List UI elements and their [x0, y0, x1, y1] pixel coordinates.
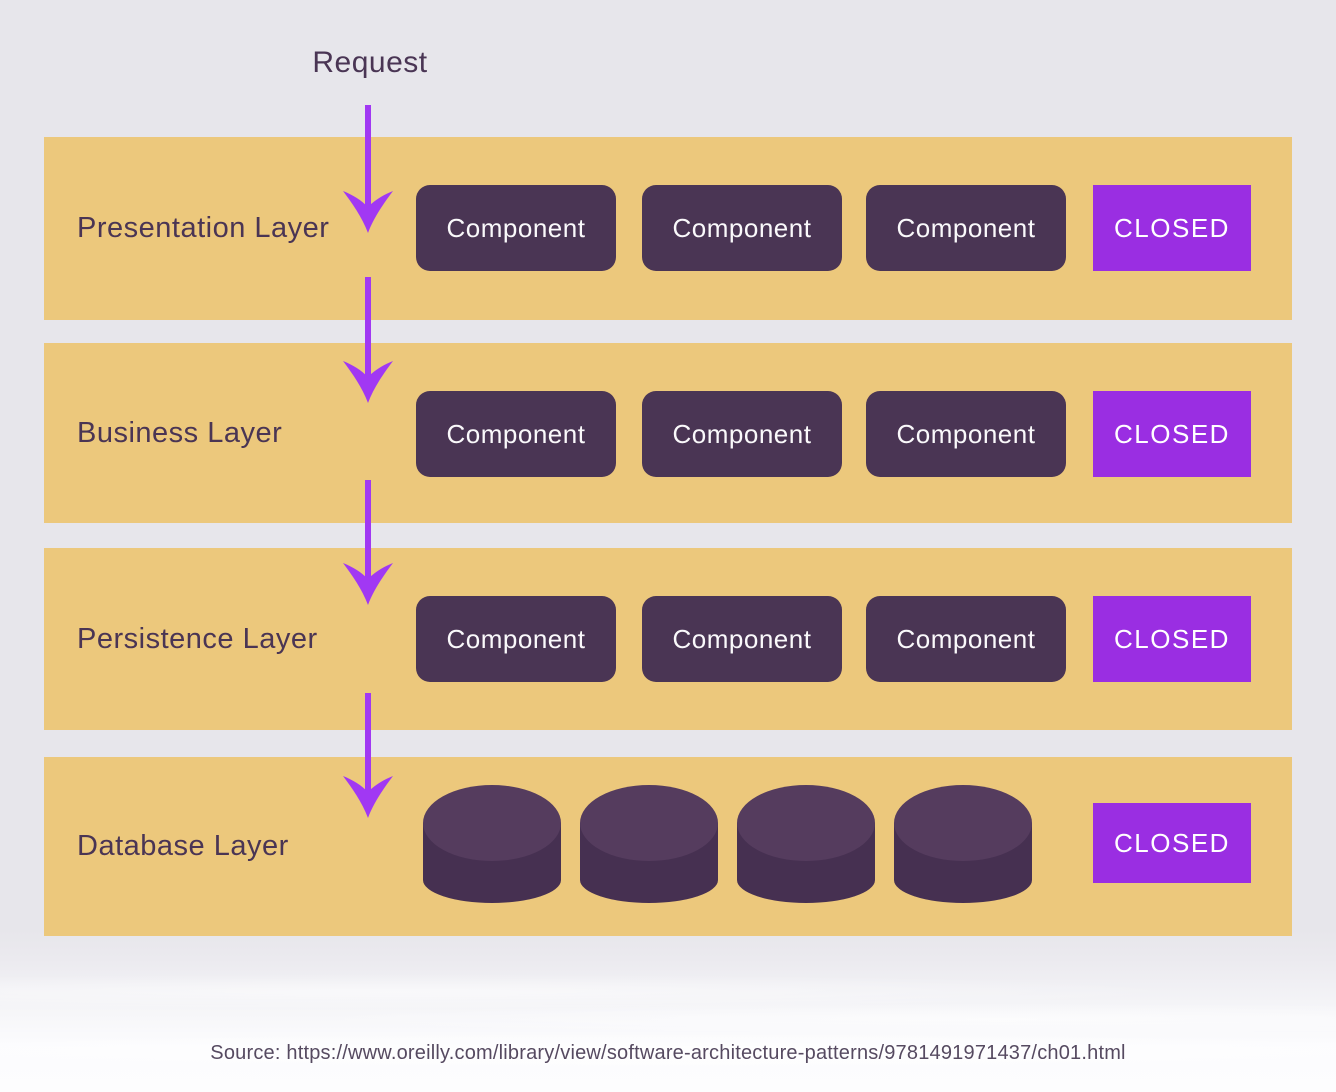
database-icon — [737, 785, 875, 903]
database-layer-band: Database Layer CLOSED — [44, 757, 1292, 936]
component-box: Component — [866, 596, 1066, 682]
closed-badge: CLOSED — [1093, 391, 1251, 477]
arrow-down-icon — [343, 277, 393, 403]
component-box: Component — [416, 185, 616, 271]
presentation-layer-label: Presentation Layer — [77, 212, 330, 244]
closed-badge: CLOSED — [1093, 803, 1251, 883]
arrow-down-icon — [343, 693, 393, 818]
component-box: Component — [866, 391, 1066, 477]
business-layer-label: Business Layer — [77, 416, 283, 449]
source-attribution: Source: https://www.oreilly.com/library/… — [210, 1042, 1126, 1064]
persistence-layer-band: Persistence Layer Component Component Co… — [44, 548, 1292, 730]
component-box: Component — [642, 185, 842, 271]
closed-badge: CLOSED — [1093, 596, 1251, 682]
bottom-fade-texture — [0, 930, 1336, 1092]
persistence-layer-label: Persistence Layer — [77, 622, 318, 655]
component-box: Component — [416, 391, 616, 477]
request-label: Request — [312, 46, 428, 79]
arrow-down-icon — [343, 480, 393, 605]
component-box: Component — [866, 185, 1066, 271]
component-box: Component — [416, 596, 616, 682]
database-icon — [580, 785, 718, 903]
database-layer-label: Database Layer — [77, 830, 289, 862]
closed-badge: CLOSED — [1093, 185, 1251, 271]
component-box: Component — [642, 596, 842, 682]
database-icon — [894, 785, 1032, 903]
business-layer-band: Business Layer Component Component Compo… — [44, 343, 1292, 523]
component-box: Component — [642, 391, 842, 477]
presentation-layer-band: Presentation Layer Component Component C… — [44, 137, 1292, 320]
arrow-down-icon — [343, 105, 393, 233]
database-icon — [423, 785, 561, 903]
